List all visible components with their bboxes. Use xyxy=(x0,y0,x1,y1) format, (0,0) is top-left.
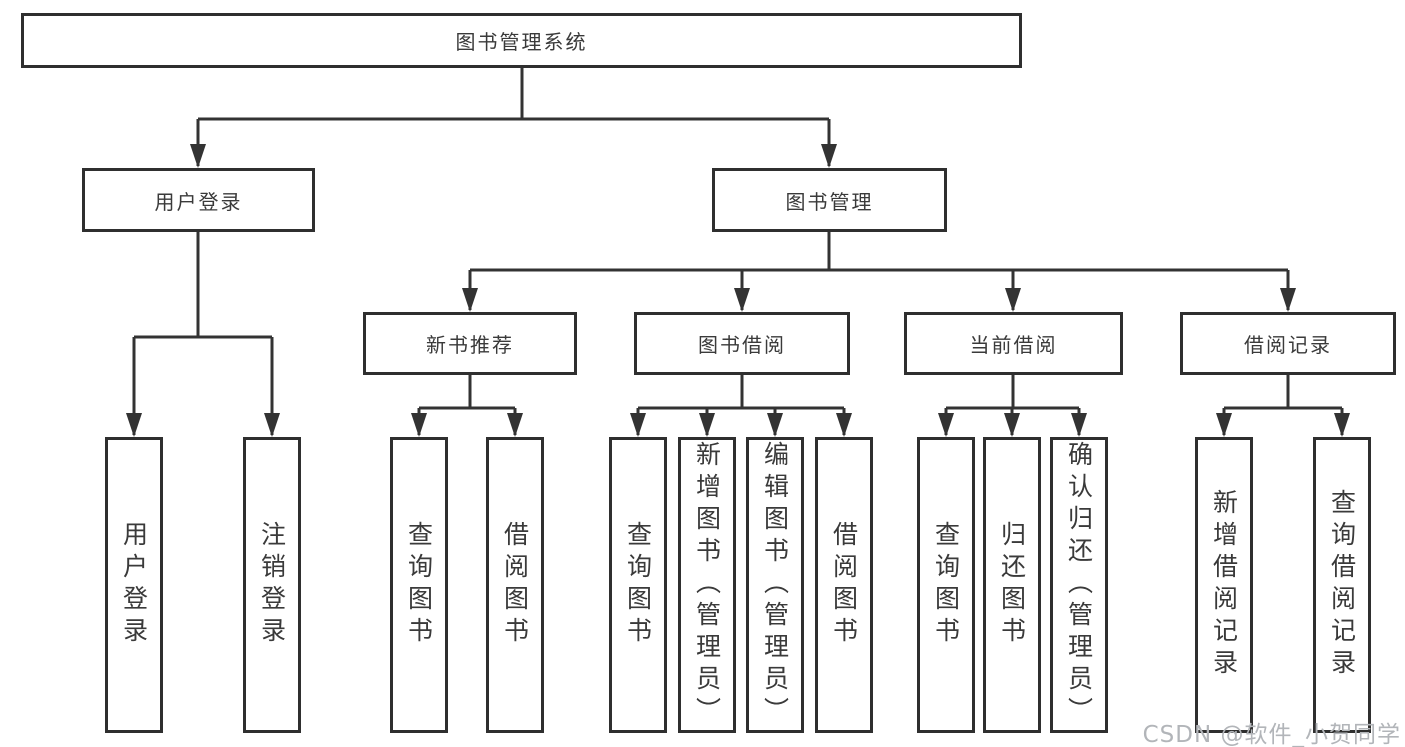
node-root-label: 图书管理系统 xyxy=(455,30,588,54)
leaf-query-books-borrowing-label: 查询图书 xyxy=(623,521,653,649)
leaf-add-book-admin-label: 新增图书（管理员） xyxy=(692,441,722,729)
node-book-management: 图书管理 xyxy=(712,168,947,232)
leaf-add-borrow-record: 新增借阅记录 xyxy=(1195,437,1253,733)
leaf-query-borrow-record-label: 查询借阅记录 xyxy=(1327,489,1357,681)
leaf-query-books-current: 查询图书 xyxy=(917,437,975,733)
csdn-watermark: CSDN @软件_小贺同学 xyxy=(1142,722,1401,747)
node-book-borrowing-label: 图书借阅 xyxy=(698,333,786,357)
node-user-login: 用户登录 xyxy=(82,168,315,232)
leaf-borrow-books-borrowing-label: 借阅图书 xyxy=(829,521,859,649)
leaf-add-borrow-record-label: 新增借阅记录 xyxy=(1209,489,1239,681)
leaf-query-books-recommend-label: 查询图书 xyxy=(404,521,434,649)
leaf-edit-book-admin: 编辑图书（管理员） xyxy=(746,437,804,733)
leaf-logout-label: 注销登录 xyxy=(257,521,287,649)
node-root-system: 图书管理系统 xyxy=(21,13,1022,68)
leaf-query-books-recommend: 查询图书 xyxy=(390,437,448,733)
node-borrow-records-label: 借阅记录 xyxy=(1244,333,1332,357)
leaf-user-login-label: 用户登录 xyxy=(119,521,149,649)
leaf-confirm-return-admin-label: 确认归还（管理员） xyxy=(1064,441,1094,729)
node-book-management-label: 图书管理 xyxy=(785,189,874,214)
leaf-query-books-current-label: 查询图书 xyxy=(931,521,961,649)
leaf-query-borrow-record: 查询借阅记录 xyxy=(1313,437,1371,733)
node-book-borrowing: 图书借阅 xyxy=(634,312,850,375)
node-user-login-label: 用户登录 xyxy=(154,189,243,214)
node-current-borrowing-label: 当前借阅 xyxy=(969,333,1058,357)
node-new-book-recommend: 新书推荐 xyxy=(363,312,577,375)
leaf-user-login: 用户登录 xyxy=(105,437,163,733)
leaf-add-book-admin: 新增图书（管理员） xyxy=(678,437,736,733)
leaf-borrow-books-recommend-label: 借阅图书 xyxy=(500,521,530,649)
node-new-book-recommend-label: 新书推荐 xyxy=(426,333,514,357)
leaf-borrow-books-recommend: 借阅图书 xyxy=(486,437,544,733)
leaf-confirm-return-admin: 确认归还（管理员） xyxy=(1050,437,1108,733)
leaf-query-books-borrowing: 查询图书 xyxy=(609,437,667,733)
node-borrow-records: 借阅记录 xyxy=(1180,312,1396,375)
leaf-edit-book-admin-label: 编辑图书（管理员） xyxy=(760,441,790,729)
node-current-borrowing: 当前借阅 xyxy=(904,312,1123,375)
leaf-return-book-label: 归还图书 xyxy=(997,521,1027,649)
leaf-borrow-books-borrowing: 借阅图书 xyxy=(815,437,873,733)
leaf-return-book: 归还图书 xyxy=(983,437,1041,733)
leaf-logout: 注销登录 xyxy=(243,437,301,733)
